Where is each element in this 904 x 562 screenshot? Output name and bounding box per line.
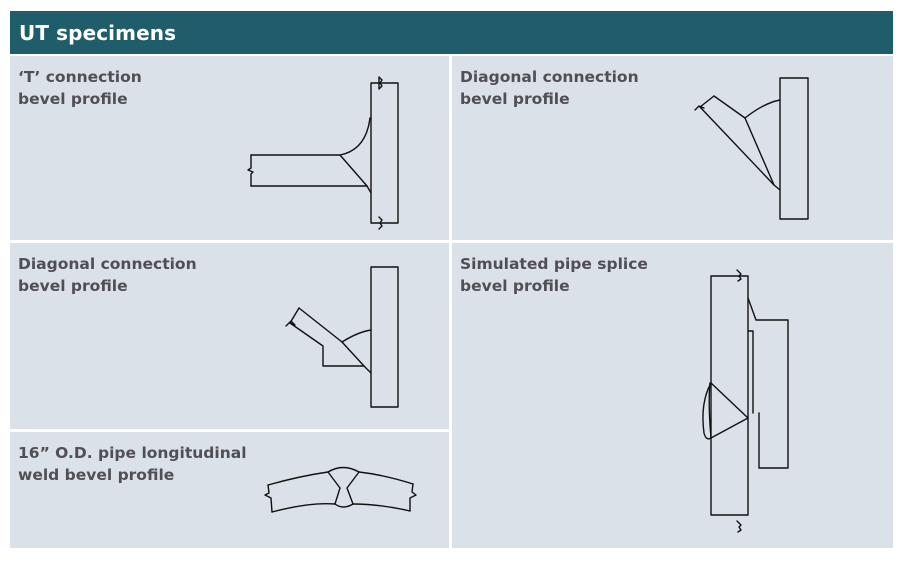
bevel-right [346, 471, 360, 505]
panel-label-line1: 16” O.D. pipe longitudinal [18, 444, 247, 462]
break-mark-left [694, 105, 705, 111]
weld-cap-top [327, 466, 360, 473]
pipe-outer-left [267, 471, 329, 486]
panel-label-line1: Simulated pipe splice [460, 255, 648, 273]
bevel-left [327, 471, 341, 505]
panel-label-line2: weld bevel profile [18, 466, 175, 484]
panel-pipe-splice: Simulated pipe splice bevel profile [452, 243, 893, 548]
vertical-plate [370, 82, 399, 224]
backing-plate [747, 297, 789, 469]
panel-label-line2: bevel profile [18, 90, 128, 108]
bevel-face [744, 117, 781, 191]
diagonal-member-end-top [699, 95, 715, 108]
panel-diagonal-top: Diagonal connection bevel profile [452, 56, 893, 240]
diagonal-bevel-diagram-mid [285, 266, 399, 408]
weld-fillet [341, 329, 372, 343]
table-title: UT specimens [19, 21, 177, 45]
table-header: UT specimens [10, 11, 893, 54]
panel-label-line1: ‘T’ connection [18, 68, 142, 86]
panel-label: Diagonal connection bevel profile [460, 66, 639, 110]
diagonal-member-bottom-edge [289, 322, 365, 367]
vertical-plate [779, 77, 809, 220]
pipe-longitudinal-bevel-diagram [264, 466, 417, 513]
weld-root [710, 417, 749, 439]
panel-label: Simulated pipe splice bevel profile [460, 253, 648, 297]
break-mark-right [409, 483, 417, 512]
panel-label: ‘T’ connection bevel profile [18, 66, 142, 110]
horizontal-plate-bevel [250, 154, 368, 187]
break-mark-top [378, 76, 383, 90]
weld-fillet-top [250, 117, 371, 156]
panel-label: 16” O.D. pipe longitudinal weld bevel pr… [18, 442, 247, 486]
panel-label-line1: Diagonal connection [460, 68, 639, 86]
pipe-splice-bevel-diagram [702, 269, 789, 533]
panel-t-connection: ‘T’ connection bevel profile [10, 56, 449, 240]
break-mark-bottom [736, 520, 742, 533]
diagonal-member-bottom-edge [699, 106, 775, 186]
pipe-inner-left [271, 503, 336, 513]
break-mark-left [264, 484, 273, 513]
bevel-root [366, 185, 372, 194]
pipe-inner-right [352, 503, 411, 512]
panel-label-line1: Diagonal connection [18, 255, 197, 273]
diagonal-bevel-diagram-top [694, 77, 809, 220]
specimens-table: UT specimens ‘T’ connection bevel profil… [10, 11, 893, 548]
backing-strip [747, 330, 754, 414]
weld-cap-bottom [334, 503, 354, 508]
diagonal-member-end [289, 307, 300, 324]
break-mark-top [736, 269, 742, 282]
weld-fillet [744, 99, 781, 119]
vertical-plate [370, 266, 399, 408]
pipe-outer-right [358, 471, 414, 485]
break-mark-bottom [378, 216, 383, 230]
t-connection-bevel-diagram [247, 76, 399, 230]
panel-pipe-longitudinal: 16” O.D. pipe longitudinal weld bevel pr… [10, 432, 449, 548]
lower-pipe-segment [710, 382, 749, 516]
bevel-face [341, 341, 372, 374]
panel-diagonal-mid: Diagonal connection bevel profile [10, 243, 449, 429]
break-mark-left [247, 154, 254, 187]
panel-label-line2: bevel profile [460, 90, 570, 108]
diagonal-member-top-edge [298, 307, 343, 343]
upper-pipe-segment [710, 275, 749, 419]
diagonal-member-top-edge [713, 95, 746, 119]
panel-label-line2: bevel profile [460, 277, 570, 295]
weld-reinforcement [702, 382, 712, 440]
panel-label: Diagonal connection bevel profile [18, 253, 197, 297]
panel-label-line2: bevel profile [18, 277, 128, 295]
